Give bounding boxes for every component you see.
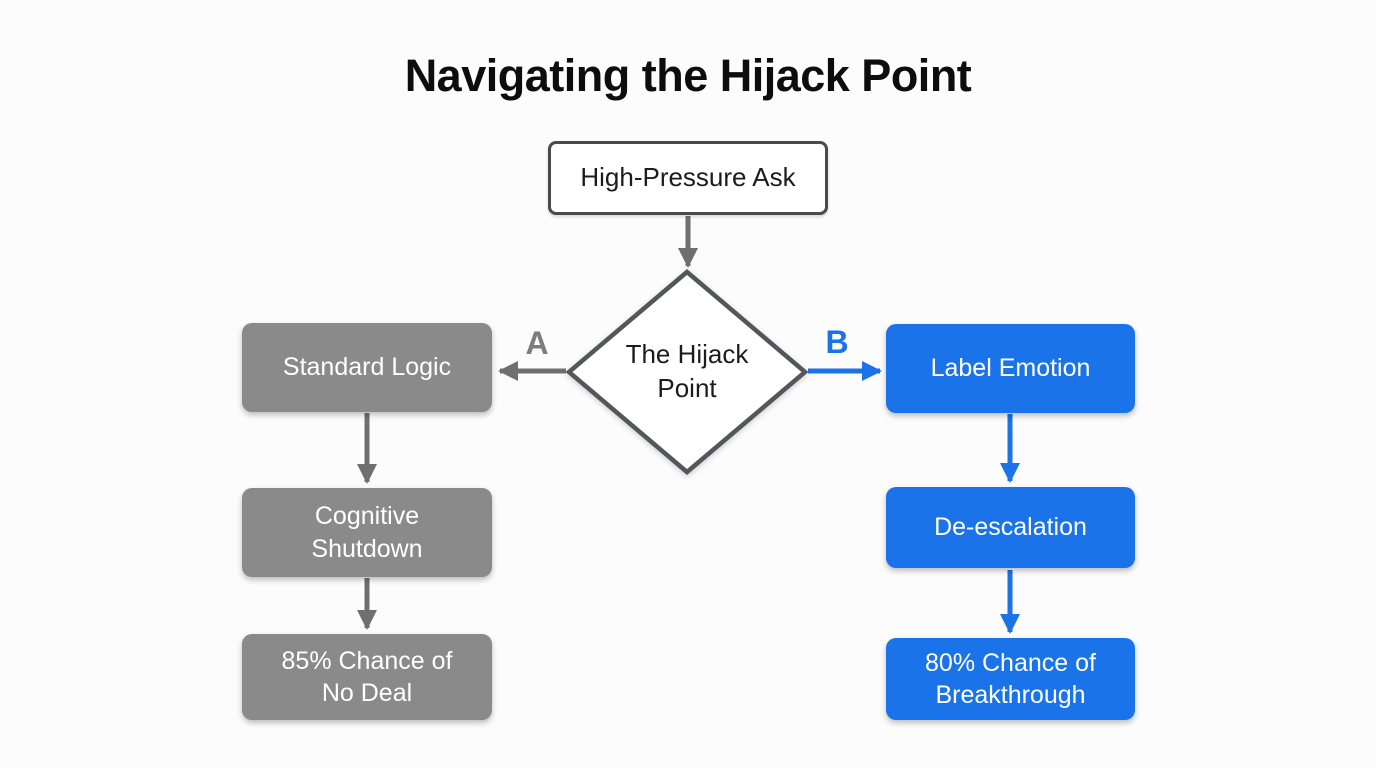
node-cognitive-shutdown: Cognitive Shutdown [242,488,492,577]
node-high-pressure-ask-label: High-Pressure Ask [580,162,796,193]
node-label-emotion: Label Emotion [886,324,1135,413]
edge-label-b: B [825,324,849,360]
node-85-chance-no-deal-label: 85% Chance of No Deal [281,646,453,708]
node-80-chance-breakthrough-label: 80% Chance of Breakthrough [925,648,1096,710]
node-label-emotion-label: Label Emotion [930,354,1091,383]
decision-label-text: The Hijack Point [625,339,749,403]
edge-label-a: A [525,325,549,361]
node-deescalation: De-escalation [886,487,1135,568]
node-85-chance-no-deal: 85% Chance of No Deal [242,634,492,720]
decision-hijack-point-label: The Hijack Point [602,332,772,412]
node-high-pressure-ask: High-Pressure Ask [548,141,828,215]
node-standard-logic-label: Standard Logic [282,353,452,382]
node-cognitive-shutdown-label: Cognitive Shutdown [311,502,423,563]
node-deescalation-label: De-escalation [934,513,1087,542]
diagram-title: Navigating the Hijack Point [404,50,972,101]
node-standard-logic: Standard Logic [242,323,492,412]
node-80-chance-breakthrough: 80% Chance of Breakthrough [886,638,1135,720]
